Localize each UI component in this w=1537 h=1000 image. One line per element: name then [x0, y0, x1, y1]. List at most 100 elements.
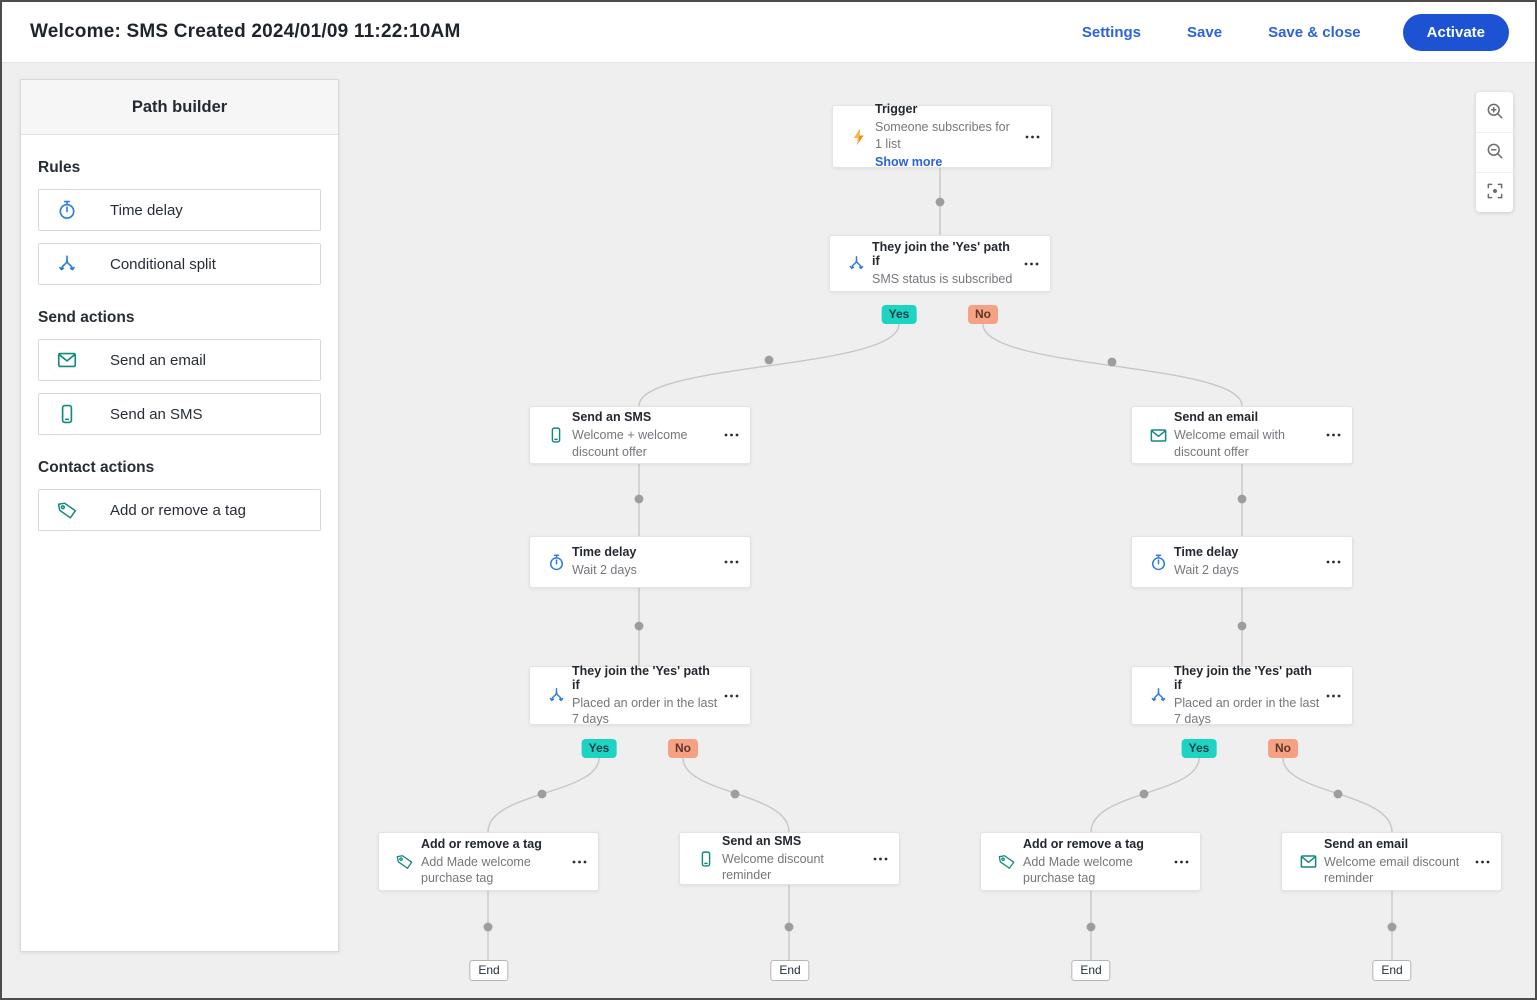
end-badge: End [770, 960, 810, 981]
more-menu-icon[interactable] [724, 694, 739, 698]
sidebar-item-time-delay[interactable]: Time delay [38, 189, 321, 231]
more-menu-icon[interactable] [572, 860, 587, 864]
path-builder-panel: Path builder Rules Time delay Conditiona… [20, 79, 339, 952]
sidebar-item-label: Conditional split [110, 255, 216, 273]
tag-icon [991, 853, 1023, 871]
show-more-link[interactable]: Show more [875, 155, 943, 169]
split-icon [840, 254, 872, 273]
node-time-delay[interactable]: Time delay Wait 2 days [529, 536, 751, 588]
node-title: Trigger [875, 102, 918, 116]
activate-button[interactable]: Activate [1402, 13, 1509, 51]
sidebar-item-send-sms[interactable]: Send an SMS [38, 393, 321, 435]
node-title: Add or remove a tag [1023, 836, 1144, 851]
node-subtitle: Placed an order in the last 7 days [1174, 695, 1320, 727]
node-conditional-split[interactable]: They join the 'Yes' path if Placed an or… [529, 663, 751, 727]
node-title: Time delay [572, 545, 637, 560]
node-subtitle: Add Made welcome purchase tag [1023, 854, 1133, 886]
email-icon [1292, 852, 1324, 871]
node-subtitle: Someone subscribes for 1 list [875, 120, 1010, 151]
node-subtitle: SMS status is subscribed [872, 271, 1013, 286]
end-badge: End [1372, 960, 1412, 981]
sms-icon [540, 426, 572, 444]
end-badge: End [1071, 960, 1111, 981]
yes-path-badge: Yes [1181, 739, 1217, 758]
yes-path-badge: Yes [881, 305, 917, 324]
node-subtitle: Welcome email discount reminder [1324, 854, 1460, 886]
stopwatch-icon [540, 553, 572, 572]
node-title: Add or remove a tag [421, 836, 542, 851]
zoom-out-button[interactable] [1476, 132, 1513, 172]
node-subtitle: Welcome discount reminder [722, 851, 824, 883]
node-time-delay[interactable]: Time delay Wait 2 days [1131, 536, 1353, 588]
node-title: Send an SMS [722, 833, 802, 848]
email-icon [1142, 426, 1174, 445]
tag-icon [56, 499, 78, 521]
more-menu-icon[interactable] [1025, 135, 1040, 139]
workflow-title: Welcome: SMS Created 2024/01/09 11:22:10… [30, 21, 461, 42]
more-menu-icon[interactable] [1326, 560, 1341, 564]
node-title: Send an SMS [572, 410, 652, 424]
node-send-email[interactable]: Send an email Welcome email discount rem… [1281, 832, 1502, 891]
save-close-link[interactable]: Save & close [1268, 23, 1361, 41]
more-menu-icon[interactable] [1475, 860, 1490, 864]
split-icon [56, 253, 78, 275]
node-subtitle: Placed an order in the last 7 days [572, 695, 718, 727]
more-menu-icon[interactable] [1174, 860, 1189, 864]
no-path-badge: No [668, 739, 698, 758]
sidebar-item-add-remove-tag[interactable]: Add or remove a tag [38, 489, 321, 531]
more-menu-icon[interactable] [1326, 433, 1341, 437]
sidebar-item-label: Send an email [110, 351, 206, 369]
more-menu-icon[interactable] [1326, 694, 1341, 698]
zoom-in-icon [1485, 101, 1505, 124]
sidebar-item-label: Add or remove a tag [110, 501, 246, 519]
node-conditional-split[interactable]: They join the 'Yes' path if Placed an or… [1131, 663, 1353, 727]
sms-icon [690, 850, 722, 868]
save-link[interactable]: Save [1187, 23, 1223, 41]
stopwatch-icon [56, 199, 78, 221]
node-subtitle: Welcome email with discount offer [1174, 428, 1285, 459]
more-menu-icon[interactable] [724, 433, 739, 437]
top-header: Welcome: SMS Created 2024/01/09 11:22:10… [2, 2, 1535, 63]
node-subtitle: Wait 2 days [572, 563, 637, 578]
sidebar-item-conditional-split[interactable]: Conditional split [38, 243, 321, 285]
lightning-icon [843, 127, 875, 147]
canvas-zoom-controls [1476, 92, 1513, 212]
sidebar-item-send-email[interactable]: Send an email [38, 339, 321, 381]
fit-view-button[interactable] [1476, 172, 1513, 212]
more-menu-icon[interactable] [1024, 262, 1039, 266]
settings-link[interactable]: Settings [1081, 23, 1142, 41]
node-title: Send an email [1324, 836, 1409, 851]
fit-view-icon [1485, 181, 1505, 204]
node-title: They join the 'Yes' path if [572, 663, 710, 692]
node-add-tag[interactable]: Add or remove a tag Add Made welcome pur… [980, 832, 1201, 891]
zoom-in-button[interactable] [1476, 92, 1513, 132]
no-path-badge: No [968, 305, 998, 324]
split-icon [540, 686, 572, 705]
split-icon [1142, 686, 1174, 705]
node-subtitle: Welcome + welcome discount offer [572, 428, 688, 459]
email-icon [56, 349, 78, 371]
sidebar-item-label: Send an SMS [110, 405, 203, 423]
more-menu-icon[interactable] [724, 560, 739, 564]
section-heading-send-actions: Send actions [38, 309, 135, 326]
node-title: They join the 'Yes' path if [1174, 663, 1312, 692]
node-conditional-split[interactable]: They join the 'Yes' path if SMS status i… [829, 235, 1051, 292]
more-menu-icon[interactable] [873, 857, 888, 861]
yes-path-badge: Yes [581, 739, 617, 758]
node-subtitle: Add Made welcome purchase tag [421, 854, 531, 886]
node-trigger[interactable]: Trigger Someone subscribes for 1 list Sh… [832, 102, 1052, 169]
path-builder-title: Path builder [21, 80, 338, 135]
zoom-out-icon [1485, 141, 1505, 164]
node-subtitle: Wait 2 days [1174, 563, 1239, 578]
tag-icon [389, 853, 421, 871]
node-send-email[interactable]: Send an email Welcome email with discoun… [1131, 406, 1353, 464]
node-title: They join the 'Yes' path if [872, 239, 1010, 268]
no-path-badge: No [1268, 739, 1298, 758]
node-add-tag[interactable]: Add or remove a tag Add Made welcome pur… [378, 832, 599, 891]
node-send-sms[interactable]: Send an SMS Welcome + welcome discount o… [529, 406, 751, 464]
end-badge: End [469, 960, 509, 981]
header-actions: Settings Save Save & close Activate [1081, 13, 1509, 51]
node-send-sms[interactable]: Send an SMS Welcome discount reminder [679, 832, 900, 885]
